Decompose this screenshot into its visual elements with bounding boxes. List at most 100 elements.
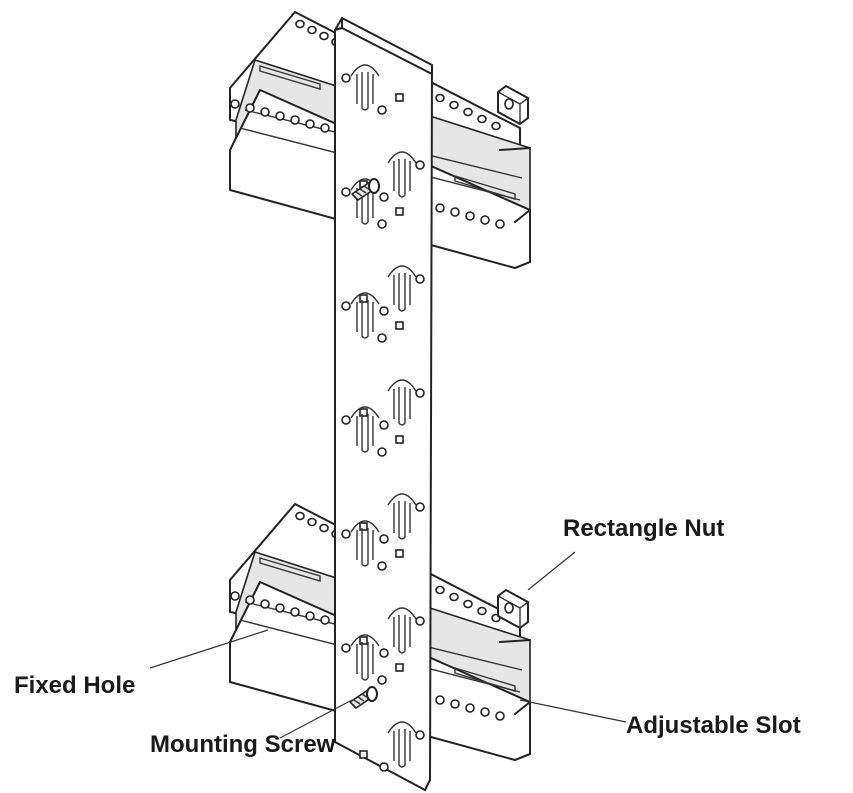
- round-hole: [377, 105, 387, 115]
- plate-edge: [334, 17, 433, 75]
- fixed-hole: [260, 107, 270, 117]
- round-hole: [415, 388, 425, 398]
- round-hole: [341, 415, 351, 425]
- round-hole: [415, 502, 425, 512]
- fixed-hole: [450, 207, 460, 217]
- fixed-hole: [320, 615, 330, 625]
- round-hole: [341, 187, 351, 197]
- keyhole-hook: [350, 292, 380, 339]
- fixed-hole: [477, 114, 487, 124]
- round-hole: [415, 616, 425, 626]
- square-hole: [395, 321, 404, 330]
- adjustable-slot: [259, 557, 321, 582]
- round-hole: [379, 648, 389, 658]
- fixed-hole: [449, 100, 459, 110]
- round-hole: [415, 730, 425, 740]
- keyhole-hook: [350, 634, 380, 681]
- fixed-hole: [305, 611, 315, 621]
- round-hole: [377, 561, 387, 571]
- fixed-hole: [290, 115, 300, 125]
- rail-edge: [499, 639, 531, 761]
- round-hole: [379, 420, 389, 430]
- mounting-screw-leader: [279, 699, 353, 739]
- fixed-hole: [477, 606, 487, 616]
- leader-lines: [149, 551, 627, 739]
- adjustable-slot: [454, 667, 516, 692]
- square-hole: [395, 549, 404, 558]
- rail-edge: [499, 147, 531, 269]
- mounting-screw-label: Mounting Screw: [150, 731, 336, 758]
- fixed-hole: [465, 703, 475, 713]
- fixed-hole: [491, 121, 501, 131]
- round-hole: [341, 73, 351, 83]
- keyhole-hook: [387, 607, 417, 654]
- square-hole: [395, 663, 404, 672]
- square-hole: [359, 750, 368, 759]
- fixed-hole: [463, 599, 473, 609]
- fixed-hole: [245, 595, 255, 605]
- round-hole: [377, 333, 387, 343]
- square-hole: [359, 408, 368, 417]
- rectangle-nuts: [497, 85, 529, 629]
- fixed-hole: [450, 699, 460, 709]
- nut-hole: [504, 98, 514, 110]
- fixed-hole: [275, 111, 285, 121]
- fixed-hole: [230, 99, 240, 109]
- fixed-hole: [245, 103, 255, 113]
- fixed-hole: [295, 19, 305, 29]
- round-hole: [379, 192, 389, 202]
- adjustable-slot: [259, 65, 321, 90]
- fixed-hole: [295, 511, 305, 521]
- fixed-hole: [320, 123, 330, 133]
- fixed-hole: [435, 93, 445, 103]
- round-hole: [341, 529, 351, 539]
- square-hole: [395, 435, 404, 444]
- keyhole-hook: [387, 493, 417, 540]
- fixed-hole-label: Fixed Hole: [14, 672, 136, 699]
- adjustable-slot: [454, 175, 516, 200]
- fixed-hole: [307, 517, 317, 527]
- vertical-mounting-plate: [334, 17, 433, 791]
- keyhole-hook: [387, 721, 417, 768]
- rectangle-nut-label: Rectangle Nut: [563, 515, 725, 542]
- round-hole: [341, 643, 351, 653]
- adjustable-slot-leader: [519, 699, 627, 723]
- fixed-hole: [465, 211, 475, 221]
- square-hole: [359, 294, 368, 303]
- keyhole-hook: [387, 379, 417, 426]
- round-hole: [377, 447, 387, 457]
- keyhole-hook: [387, 151, 417, 198]
- fixed-hole: [480, 707, 490, 717]
- square-hole: [395, 207, 404, 216]
- screw-thread: [355, 185, 371, 197]
- fixed-hole: [260, 599, 270, 609]
- plate-face: [334, 17, 433, 791]
- round-hole: [341, 301, 351, 311]
- nut-hole: [504, 602, 514, 614]
- screw-head: [366, 686, 378, 702]
- rectangle-nut-edge: [497, 595, 529, 628]
- square-hole: [395, 93, 404, 102]
- adjustable-slot-label: Adjustable Slot: [626, 712, 801, 739]
- fixed-hole: [435, 695, 445, 705]
- round-hole: [377, 675, 387, 685]
- fixed-hole: [307, 25, 317, 35]
- screw-thread: [353, 693, 369, 705]
- round-hole: [379, 762, 389, 772]
- round-hole: [379, 534, 389, 544]
- mounting-screws: [349, 178, 380, 709]
- fixed-hole: [305, 119, 315, 129]
- fixed-hole: [230, 591, 240, 601]
- round-hole: [379, 306, 389, 316]
- square-hole: [359, 636, 368, 645]
- keyhole-hook: [350, 406, 380, 453]
- fixed-hole-leader: [149, 629, 269, 669]
- fixed-hole: [495, 711, 505, 721]
- fixed-hole: [435, 585, 445, 595]
- fixed-hole: [275, 603, 285, 613]
- fixed-hole: [435, 203, 445, 213]
- keyhole-hook: [350, 520, 380, 567]
- keyhole-hook: [350, 178, 380, 225]
- keyhole-hook: [387, 265, 417, 312]
